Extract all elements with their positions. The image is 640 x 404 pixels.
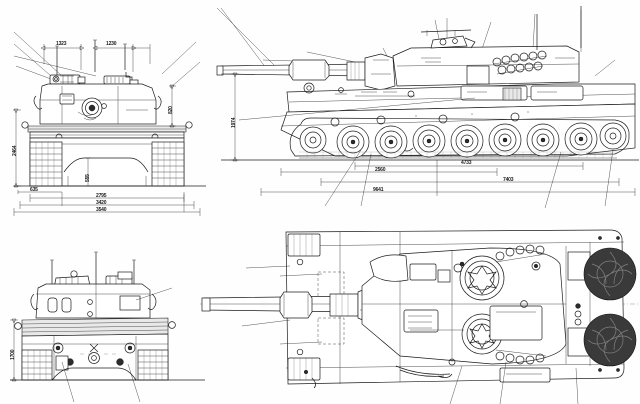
dim-label-track-contact-length: 4733 [461, 160, 472, 166]
plan-front-stowage [279, 233, 345, 389]
view-side-elevation: 1974 2560 4733 7403 9641 [215, 0, 640, 212]
dim-label-front-hull-height: 2464 [12, 145, 18, 156]
rear-track-left [21, 349, 53, 381]
dim-label-side-hull-height: 1974 [231, 117, 237, 128]
dim-label-turret-left-width: 1323 [56, 41, 67, 47]
plan-turret-body [361, 244, 567, 365]
dim-label-turret-right-width: 1230 [106, 41, 117, 47]
rear-track-right [137, 349, 169, 381]
side-turret-body [392, 45, 580, 87]
dim-label-overall-width: 3540 [96, 207, 107, 213]
side-gun-barrel [216, 59, 366, 81]
dim-front-ground-clearance [85, 157, 91, 187]
plan-smoke-launchers [495, 244, 547, 365]
side-cupola-mg [420, 6, 582, 50]
side-hull-upper [286, 82, 636, 113]
front-cupola-group [49, 74, 86, 85]
front-turret-body [33, 83, 162, 125]
dim-label-overall-length: 9641 [373, 187, 384, 193]
front-hull-upper [21, 121, 193, 141]
plan-commander-cupola [453, 255, 505, 301]
side-mantlet [364, 53, 396, 91]
plan-radiator-grilles [583, 247, 637, 367]
dim-label-side-hull-length: 7403 [503, 177, 514, 183]
view-plan-top [200, 216, 640, 404]
dim-side-stack [260, 160, 636, 196]
dim-label-hull-width: 3420 [96, 200, 107, 206]
front-loader-hatch-group [103, 72, 139, 86]
plan-engine-deck [565, 236, 637, 372]
plan-gun-barrel [201, 291, 359, 319]
dim-front-widths [13, 190, 201, 216]
dim-label-track-centres: 2795 [96, 193, 107, 199]
dim-rear-hull-height [10, 318, 18, 382]
view-front-elevation: 1323 1230 2464 820 555 635 2795 3420 354… [0, 0, 215, 216]
dim-front-turret-widths [40, 44, 151, 72]
plan-rear-details [395, 358, 551, 383]
rear-turret-body [30, 283, 173, 319]
rear-stowage-rack [14, 317, 176, 337]
dim-label-ground-clearance: 555 [85, 174, 91, 182]
dim-label-track-contact-front: 2560 [375, 167, 386, 173]
front-track-right [151, 141, 185, 187]
side-smoke-launchers [492, 50, 548, 75]
dim-front-hull-height [13, 108, 21, 188]
dim-label-track-width: 635 [30, 187, 38, 193]
front-track-left [29, 141, 63, 187]
view-rear-elevation: 1700 [0, 232, 215, 404]
dim-label-rear-hull-height: 1700 [10, 349, 16, 360]
dim-front-turret-height [169, 84, 176, 128]
dim-label-turret-roof-height: 820 [168, 106, 174, 114]
